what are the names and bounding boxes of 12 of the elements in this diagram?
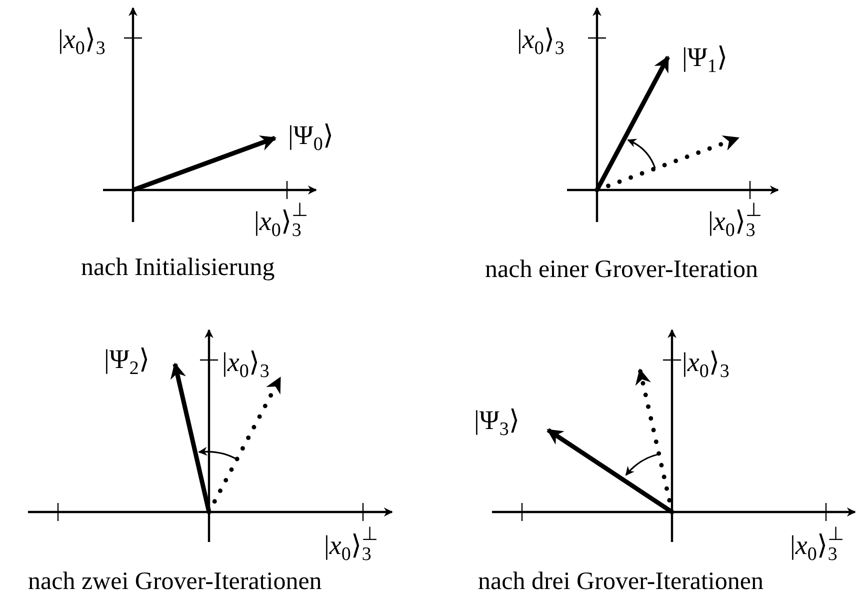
axis-label: |x$_{0}$⟩$_{3}$: [222, 347, 270, 377]
caption: nach Initialisierung: [81, 253, 275, 283]
caption: nach drei Grover-Iterationen: [478, 567, 764, 597]
caption: nach zwei Grover-Iterationen: [28, 567, 322, 597]
axis-label: |x$_{0}$⟩$_{3}$: [682, 347, 730, 377]
vector-label: |Ψ$_{0}$⟩: [288, 120, 334, 150]
vector-label: |Ψ$_{2}$⟩: [104, 344, 150, 374]
axis-label: |x$_{0}$⟩$_{3}$: [517, 24, 564, 54]
axis-label: |x$_{0}$⟩$_{3}$: [58, 24, 106, 54]
caption: nach einer Grover-Iteration: [485, 255, 758, 285]
vector-label: |Ψ$_{3}$⟩: [474, 405, 520, 435]
vector-label: |Ψ$_{1}$⟩: [682, 42, 728, 72]
